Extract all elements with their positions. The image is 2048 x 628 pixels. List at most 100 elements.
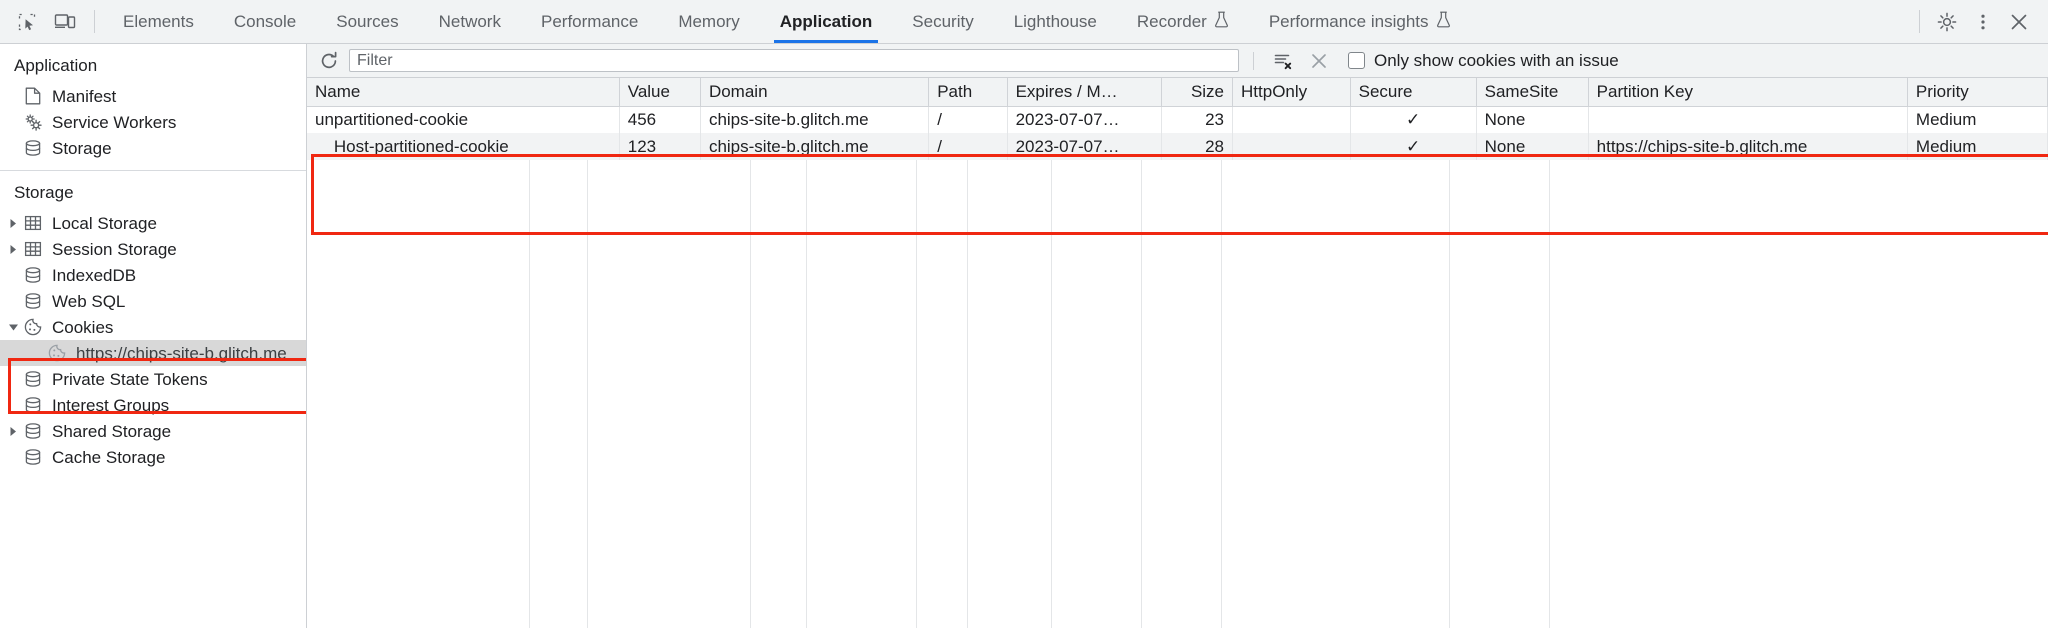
expand-arrow-expanded-icon[interactable] bbox=[6, 323, 20, 332]
cell-size[interactable]: 28 bbox=[1161, 133, 1234, 160]
column-header-samesite[interactable]: SameSite bbox=[1476, 78, 1589, 107]
table-row[interactable]: __Host-partitioned-cookie 123 chips-site… bbox=[307, 133, 2048, 160]
cell-domain[interactable]: chips-site-b.glitch.me bbox=[700, 106, 930, 133]
table-row[interactable]: unpartitioned-cookie 456 chips-site-b.gl… bbox=[307, 106, 2048, 133]
tab-application[interactable]: Application bbox=[760, 0, 893, 43]
only-show-issues-checkbox[interactable]: Only show cookies with an issue bbox=[1348, 51, 1619, 71]
cell-secure[interactable]: ✓ bbox=[1350, 133, 1477, 160]
tab-console[interactable]: Console bbox=[214, 0, 316, 43]
database-icon bbox=[22, 138, 44, 158]
sidebar-item-local-storage[interactable]: Local Storage bbox=[0, 210, 306, 236]
cell-expires[interactable]: 2023-07-07… bbox=[1007, 133, 1162, 160]
cell-domain[interactable]: chips-site-b.glitch.me bbox=[700, 133, 930, 160]
sidebar-item-web-sql[interactable]: Web SQL bbox=[0, 288, 306, 314]
experiment-flask-icon bbox=[1214, 11, 1229, 33]
sidebar-item-interest-groups[interactable]: Interest Groups bbox=[0, 392, 306, 418]
cell-priority[interactable]: Medium bbox=[1907, 106, 2048, 133]
tab-performance[interactable]: Performance bbox=[521, 0, 658, 43]
cell-expires[interactable]: 2023-07-07… bbox=[1007, 106, 1162, 133]
grid-col-expires bbox=[807, 160, 917, 628]
sidebar-item-private-state-tokens[interactable]: Private State Tokens bbox=[0, 366, 306, 392]
cell-value[interactable]: 123 bbox=[619, 133, 701, 160]
kebab-menu-icon[interactable] bbox=[1966, 5, 2000, 39]
sidebar-item-label: Storage bbox=[52, 138, 112, 158]
sidebar-item-session-storage[interactable]: Session Storage bbox=[0, 236, 306, 262]
sidebar-item-indexeddb[interactable]: IndexedDB bbox=[0, 262, 306, 288]
cell-partition-key[interactable]: https://chips-site-b.glitch.me bbox=[1588, 133, 1908, 160]
column-header-priority[interactable]: Priority bbox=[1907, 78, 2048, 107]
column-header-expires[interactable]: Expires / M… bbox=[1007, 78, 1162, 107]
grid-col-samesite bbox=[1142, 160, 1222, 628]
application-sidebar: Application Manifest bbox=[0, 44, 307, 628]
table-header-row: Name Value Domain Path Expires / M… Size… bbox=[307, 78, 2048, 107]
tab-label: Performance insights bbox=[1268, 11, 1429, 31]
checkbox-box[interactable] bbox=[1348, 52, 1365, 69]
tab-network[interactable]: Network bbox=[419, 0, 521, 43]
close-icon[interactable] bbox=[2002, 5, 2036, 39]
inspect-element-icon[interactable] bbox=[10, 5, 44, 39]
sidebar-item-label: Session Storage bbox=[52, 239, 177, 259]
cookies-table: Name Value Domain Path Expires / M… Size… bbox=[307, 78, 2048, 160]
expand-arrow-collapsed-icon[interactable] bbox=[6, 218, 20, 229]
delete-selected-cookie-icon[interactable] bbox=[1304, 48, 1334, 74]
tab-label: Performance bbox=[540, 11, 639, 31]
sidebar-item-cache-storage[interactable]: Cache Storage bbox=[0, 444, 306, 470]
cell-httponly[interactable] bbox=[1232, 106, 1351, 133]
sidebar-section-title: Storage bbox=[14, 183, 74, 202]
tab-label: Application bbox=[779, 11, 873, 31]
filter-input[interactable]: Filter bbox=[349, 49, 1239, 72]
tab-label: Network bbox=[438, 11, 501, 31]
cell-name[interactable]: __Host-partitioned-cookie bbox=[307, 133, 620, 160]
grid-col-partition-key bbox=[1222, 160, 1450, 628]
cell-path[interactable]: / bbox=[928, 106, 1008, 133]
tab-label: Console bbox=[233, 11, 297, 31]
tab-label: Lighthouse bbox=[1013, 11, 1097, 31]
clear-all-cookies-icon[interactable] bbox=[1268, 48, 1298, 74]
tab-memory[interactable]: Memory bbox=[658, 0, 759, 43]
sidebar-section-title: Application bbox=[14, 56, 98, 75]
tab-performance-insights[interactable]: Performance insights bbox=[1249, 0, 1471, 43]
column-header-name[interactable]: Name bbox=[307, 78, 620, 107]
sidebar-item-storage[interactable]: Storage bbox=[0, 135, 306, 161]
column-header-domain[interactable]: Domain bbox=[700, 78, 930, 107]
tab-recorder[interactable]: Recorder bbox=[1117, 0, 1249, 43]
expand-arrow-collapsed-icon[interactable] bbox=[6, 244, 20, 255]
cell-samesite[interactable]: None bbox=[1476, 106, 1589, 133]
cell-path[interactable]: / bbox=[928, 133, 1008, 160]
sidebar-item-label: Cache Storage bbox=[52, 447, 166, 467]
tab-sources[interactable]: Sources bbox=[316, 0, 418, 43]
sidebar-item-cookies[interactable]: Cookies bbox=[0, 314, 306, 340]
expand-arrow-collapsed-icon[interactable] bbox=[6, 426, 20, 437]
cell-secure[interactable]: ✓ bbox=[1350, 106, 1477, 133]
sidebar-item-service-workers[interactable]: Service Workers bbox=[0, 109, 306, 135]
grid-col-secure bbox=[1052, 160, 1142, 628]
gear-icon[interactable] bbox=[1930, 5, 1964, 39]
cell-name[interactable]: unpartitioned-cookie bbox=[307, 106, 620, 133]
cookies-table-container[interactable]: Name Value Domain Path Expires / M… Size… bbox=[307, 78, 2048, 628]
column-header-httponly[interactable]: HttpOnly bbox=[1232, 78, 1351, 107]
column-header-value[interactable]: Value bbox=[619, 78, 701, 107]
cell-partition-key[interactable] bbox=[1588, 106, 1908, 133]
column-header-partition-key[interactable]: Partition Key bbox=[1588, 78, 1908, 107]
tabbar-actions bbox=[1911, 0, 2048, 43]
column-header-secure[interactable]: Secure bbox=[1350, 78, 1477, 107]
grid-col-domain bbox=[588, 160, 751, 628]
panel-tabs: Elements Console Sources Network Perform… bbox=[103, 0, 1471, 43]
column-header-size[interactable]: Size bbox=[1161, 78, 1234, 107]
tab-security[interactable]: Security bbox=[892, 0, 993, 43]
cell-size[interactable]: 23 bbox=[1161, 106, 1234, 133]
sidebar-item-manifest[interactable]: Manifest bbox=[0, 83, 306, 109]
sidebar-item-shared-storage[interactable]: Shared Storage bbox=[0, 418, 306, 444]
cell-samesite[interactable]: None bbox=[1476, 133, 1589, 160]
cell-httponly[interactable] bbox=[1232, 133, 1351, 160]
tab-label: Memory bbox=[678, 11, 740, 31]
refresh-icon[interactable] bbox=[315, 48, 343, 74]
column-header-path[interactable]: Path bbox=[928, 78, 1008, 107]
cell-priority[interactable]: Medium bbox=[1907, 133, 2048, 160]
table-empty-grid bbox=[307, 160, 2048, 628]
tab-elements[interactable]: Elements bbox=[103, 0, 214, 43]
cell-value[interactable]: 456 bbox=[619, 106, 701, 133]
device-toolbar-icon[interactable] bbox=[48, 5, 82, 39]
sidebar-item-cookie-origin[interactable]: https://chips-site-b.glitch.me bbox=[0, 340, 306, 366]
tab-lighthouse[interactable]: Lighthouse bbox=[994, 0, 1117, 43]
